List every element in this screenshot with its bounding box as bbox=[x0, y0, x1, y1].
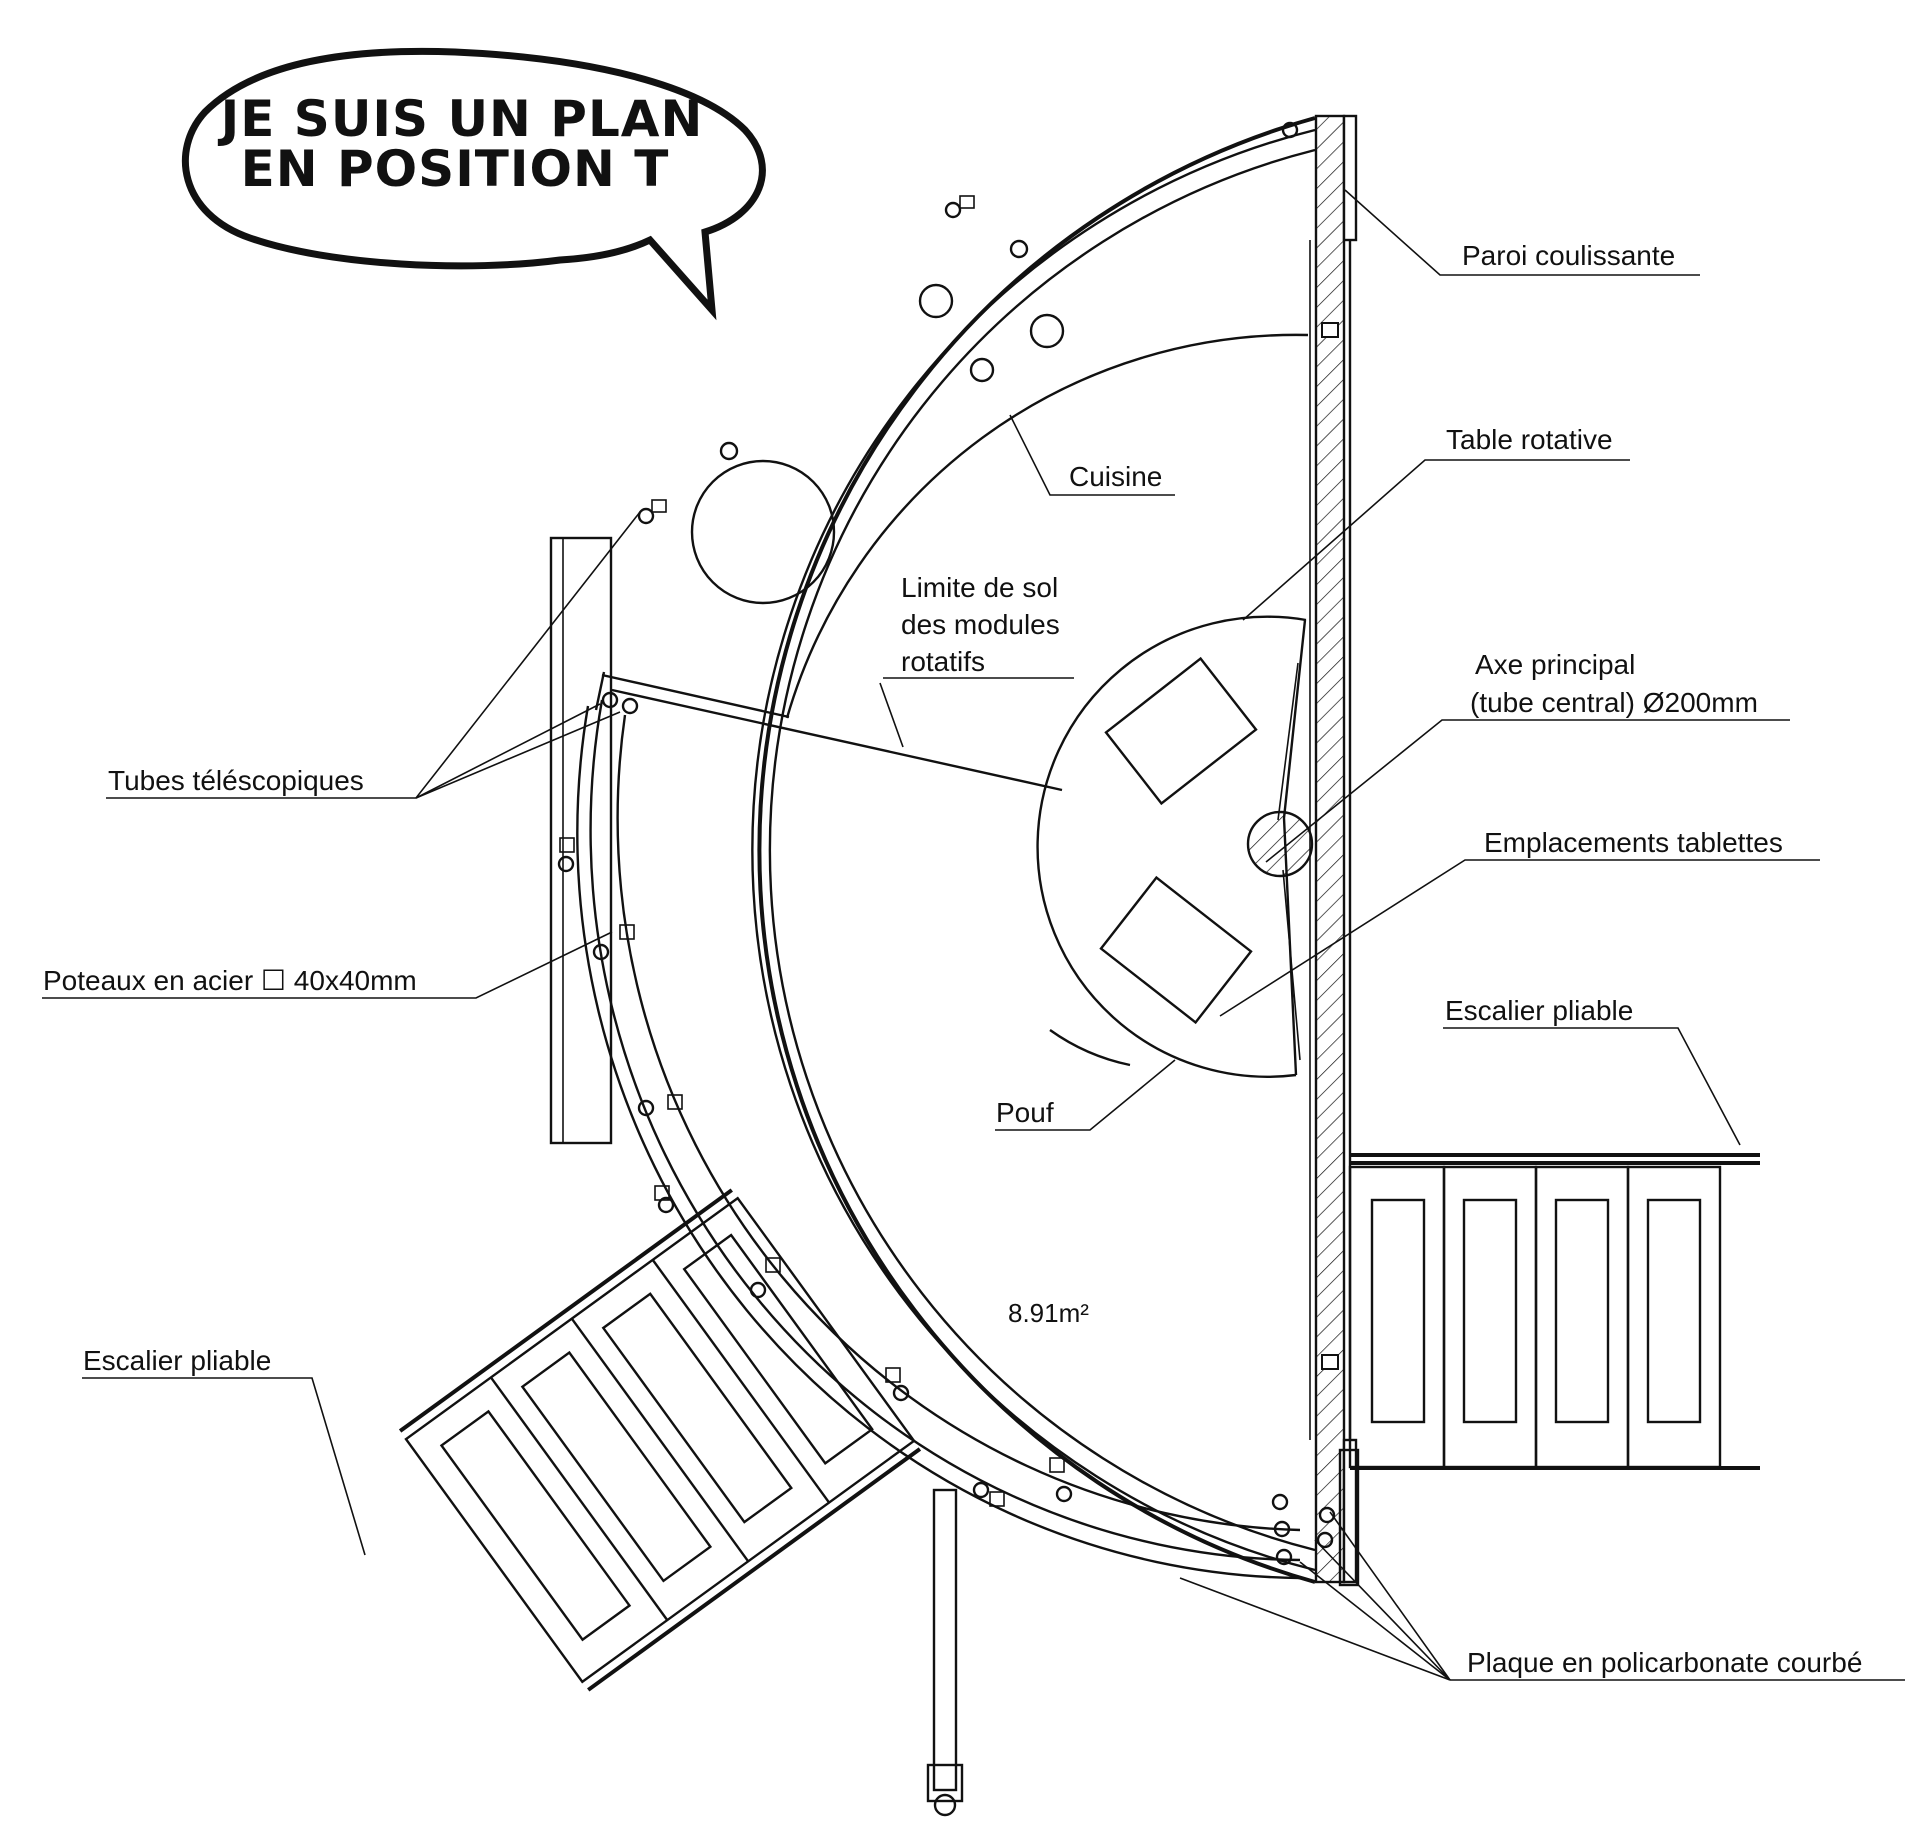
outer-rail-inner bbox=[751, 128, 1316, 1572]
main-module bbox=[557, 114, 1360, 1587]
floor-limit-line bbox=[611, 688, 1063, 792]
staircase-right bbox=[1348, 1153, 1760, 1470]
support-strut bbox=[926, 1488, 964, 1817]
leader-lines bbox=[42, 189, 1905, 1681]
sink-circle bbox=[690, 459, 836, 605]
label-emplacements-tablettes: Emplacements tablettes bbox=[1484, 827, 1783, 858]
staircase-left bbox=[398, 1188, 922, 1692]
label-limite-line-1: Limite de sol bbox=[901, 572, 1058, 603]
left-wall-panel bbox=[549, 536, 613, 1145]
telescopic-rail-1 bbox=[589, 699, 1301, 1562]
tablet-slot-1 bbox=[1104, 656, 1258, 806]
label-limite-line-3: rotatifs bbox=[901, 646, 985, 677]
label-axe-line-2: (tube central) Ø200mm bbox=[1470, 687, 1758, 718]
kitchen-edge bbox=[601, 673, 790, 719]
label-escalier-left: Escalier pliable bbox=[83, 1345, 271, 1376]
label-escalier-right: Escalier pliable bbox=[1445, 995, 1633, 1026]
label-area: 8.91m² bbox=[1008, 1298, 1089, 1328]
label-poteaux-acier: Poteaux en acier ☐ 40x40mm bbox=[43, 965, 417, 996]
telescopic-rail-2 bbox=[576, 705, 1301, 1580]
outer-rail bbox=[757, 116, 1316, 1584]
speech-bubble: JE SUIS UN PLAN EN POSITION T bbox=[181, 47, 766, 321]
tablet-slot-2 bbox=[1099, 875, 1253, 1025]
label-table-rotative: Table rotative bbox=[1446, 424, 1613, 455]
label-axe-line-1: Axe principal bbox=[1475, 649, 1635, 680]
kitchen-boundary bbox=[785, 333, 1309, 719]
label-tubes-telescopiques: Tubes téléscopiques bbox=[108, 765, 364, 796]
inner-wall bbox=[768, 148, 1316, 1552]
sliding-wall-hatched bbox=[1314, 114, 1346, 1584]
burner-circle bbox=[918, 283, 954, 319]
bubble-line-1: JE SUIS UN PLAN bbox=[218, 90, 704, 148]
label-pouf: Pouf bbox=[996, 1097, 1054, 1128]
label-plaque-policarbonate: Plaque en policarbonate courbé bbox=[1467, 1647, 1862, 1678]
central-tube bbox=[1246, 810, 1314, 878]
label-limite-line-2: des modules bbox=[901, 609, 1060, 640]
bubble-line-2: EN POSITION T bbox=[241, 140, 670, 198]
telescopic-rail-3 bbox=[616, 714, 1301, 1532]
label-paroi-coulissante: Paroi coulissante bbox=[1462, 240, 1675, 271]
label-cuisine: Cuisine bbox=[1069, 461, 1162, 492]
rotating-table-outline bbox=[1036, 615, 1307, 1078]
